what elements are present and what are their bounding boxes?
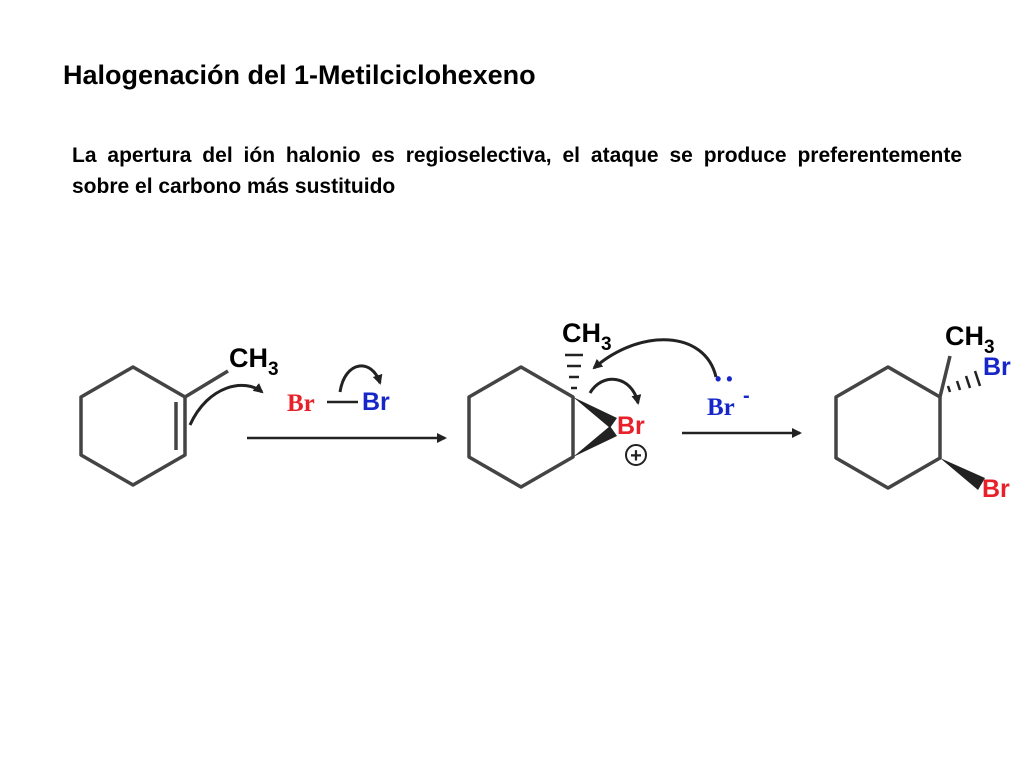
product-hash-bond-br	[946, 370, 982, 393]
positive-charge: +	[630, 445, 642, 467]
product-methyl-label: CH3	[945, 321, 995, 358]
product-wedge-br	[940, 458, 985, 490]
bromide-charge: -	[743, 385, 750, 407]
methyl-hash-bond	[565, 353, 583, 390]
reactant-methyl-label: CH3	[229, 343, 279, 380]
intermediate-methyl-label: CH3	[562, 318, 612, 355]
intermediate-ring	[467, 365, 575, 489]
bromonium-wedge-bottom	[573, 426, 617, 457]
slide-title: Halogenación del 1-Metilciclohexeno	[63, 60, 536, 90]
product-br-top: Br	[983, 353, 1011, 381]
reactant-cyclohexene	[79, 365, 229, 487]
nucleophilic-attack-curved-arrow	[592, 338, 718, 378]
reactant-ring	[79, 365, 187, 487]
bromide-lone-pair: • •	[715, 369, 733, 389]
slide-paragraph: La apertura del ión halonio es regiosele…	[72, 144, 962, 198]
bromonium-br: Br	[617, 412, 645, 440]
bromonium-wedge-top	[573, 397, 617, 428]
reactant-methyl-bond	[184, 369, 229, 399]
pi-attack-curved-arrow	[188, 383, 264, 426]
product-ring	[834, 355, 952, 490]
positive-charge-circle	[625, 444, 647, 466]
reagent-br-left: Br	[287, 390, 315, 417]
bond-cleavage-curved-arrow	[338, 364, 383, 393]
reagent-br-right: Br	[362, 388, 390, 416]
bromide-br: Br	[707, 394, 735, 421]
ring-opening-curved-arrow	[588, 377, 642, 405]
product-br-bottom: Br	[982, 475, 1010, 503]
